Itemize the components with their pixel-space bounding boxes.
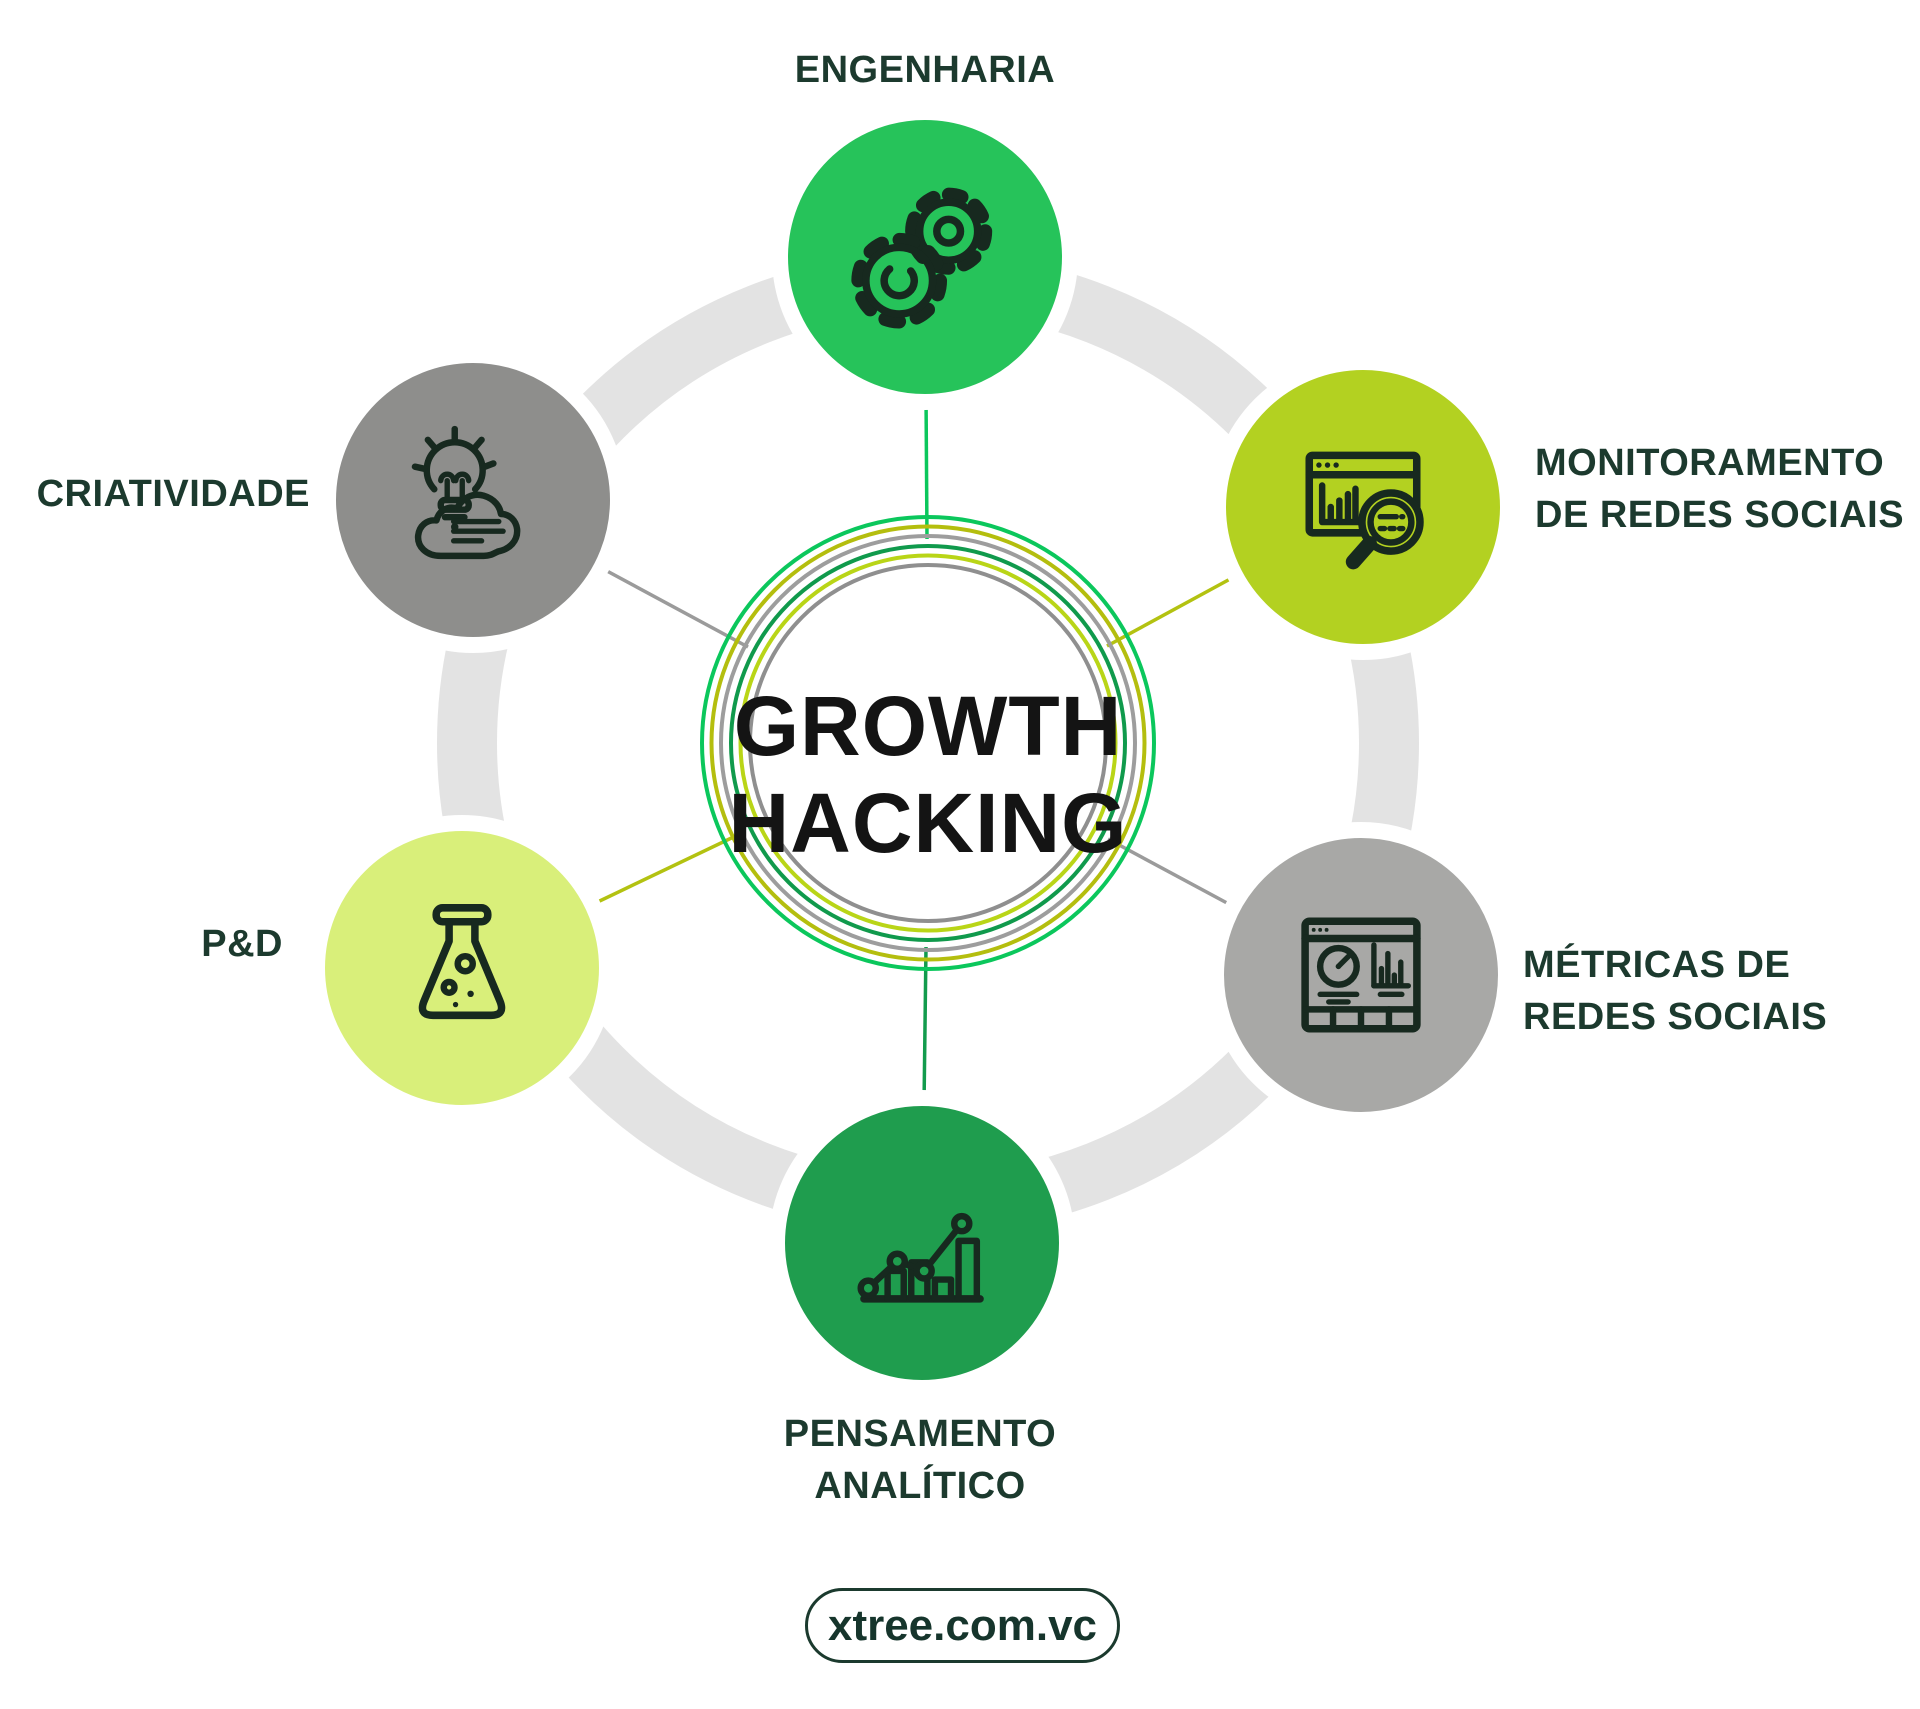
dashboard-icon	[1301, 917, 1421, 1033]
spoke-pensamento	[922, 946, 928, 1107]
label-pensamento: PENSAMENTO ANALÍTICO	[670, 1408, 1170, 1513]
center-title-line: GROWTH	[733, 679, 1123, 773]
site-link-label: xtree.com.vc	[827, 1600, 1098, 1650]
node-criatividade	[320, 347, 626, 653]
label-ped: P&D	[83, 918, 283, 970]
center-title-line: HACKING	[728, 775, 1128, 870]
site-link-pill[interactable]: xtree.com.vc	[805, 1588, 1120, 1663]
label-line: P&D	[201, 923, 283, 965]
spoke-monitoramento	[1106, 570, 1244, 648]
node-engenharia	[772, 104, 1078, 410]
node-ped	[309, 815, 615, 1121]
spoke-ped	[584, 830, 745, 910]
ring-2	[709, 524, 1147, 962]
label-line: DE REDES SOCIAIS	[1535, 494, 1905, 537]
center-title: GROWTH HACKING	[718, 678, 1138, 871]
label-line: PENSAMENTO	[783, 1413, 1057, 1455]
ring-3	[719, 534, 1137, 952]
trend-chart-icon	[857, 1212, 984, 1303]
center-rings	[700, 515, 1156, 971]
label-line: CRIATIVIDADE	[36, 473, 310, 515]
label-metricas: MÉTRICAS DE REDES SOCIAIS	[1523, 939, 1827, 1044]
node-monitoramento	[1210, 354, 1516, 660]
idea-cloud-icon	[411, 425, 521, 560]
ring-4	[729, 544, 1127, 942]
center-disc	[754, 569, 1102, 917]
label-line: MONITORAMENTO	[1535, 442, 1885, 484]
label-monitoramento: MONITORAMENTO DE REDES SOCIAIS	[1535, 437, 1904, 542]
spokes	[584, 393, 1244, 1107]
ring-5	[738, 553, 1118, 933]
label-engenharia: ENGENHARIA	[625, 44, 1225, 96]
label-line: REDES SOCIAIS	[1523, 996, 1828, 1039]
node-metricas	[1208, 822, 1514, 1128]
label-line: MÉTRICAS DE	[1523, 944, 1791, 986]
ring-6	[748, 563, 1108, 923]
flask-icon	[418, 904, 506, 1020]
spoke-criatividade	[593, 562, 749, 649]
label-criatividade: CRIATIVIDADE	[10, 468, 310, 520]
label-line: ANALÍTICO	[814, 1465, 1026, 1508]
node-pensamento	[769, 1090, 1075, 1396]
gears-icon	[851, 187, 993, 329]
spoke-engenharia	[924, 393, 929, 540]
label-line: ENGENHARIA	[794, 49, 1056, 91]
spoke-metricas	[1107, 837, 1241, 912]
browser-search-icon	[1305, 451, 1424, 570]
ring-1	[700, 515, 1156, 971]
